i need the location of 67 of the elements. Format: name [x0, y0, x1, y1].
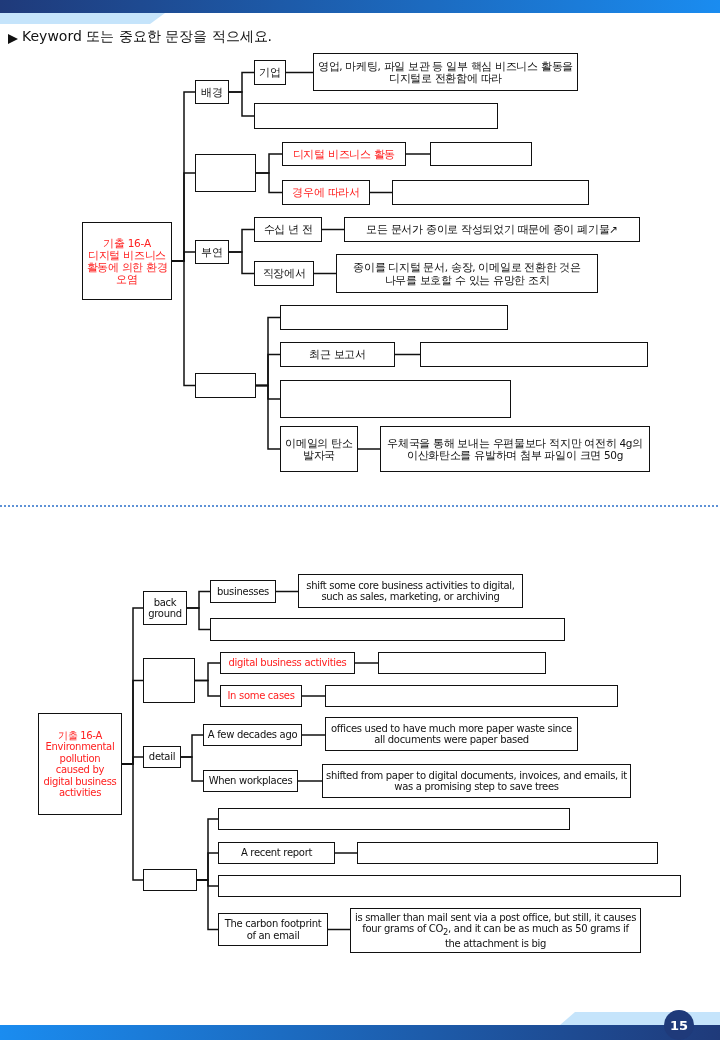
text-box: 부연: [195, 240, 229, 264]
connector-line: [228, 251, 255, 275]
connector-line: [228, 91, 255, 117]
text-box: A few decades ago: [203, 724, 302, 746]
answer-box: [280, 305, 508, 330]
text-box: 종이를 디지털 문서, 송장, 이메일로 전환한 것은 나무를 보호할 수 있는 유망한 조치: [336, 254, 598, 293]
text-box: The carbon footprint of an email: [218, 913, 328, 946]
connector-line: [313, 272, 337, 275]
connector-line: [327, 928, 351, 931]
answer-box: [143, 869, 197, 891]
answer-box: [143, 658, 195, 703]
connector-line: [285, 71, 314, 74]
text-box: 영업, 마케팅, 파일 보관 등 일부 핵심 비즈니스 활동을 디지털로 전환함에 따라: [313, 53, 578, 91]
connector-line: [321, 228, 345, 231]
topic-box: 디지털 비즈니스 활동: [282, 142, 406, 166]
connector-line: [255, 172, 283, 194]
connector-line: [180, 756, 204, 782]
connector-line: [301, 695, 326, 697]
text-box: A recent report: [218, 842, 335, 864]
text-box: 배경: [195, 80, 229, 104]
answer-box: [210, 618, 565, 641]
text-box: 이메일의 탄소 발자국: [280, 426, 358, 472]
answer-box: [254, 103, 498, 129]
text-box: 우체국을 통해 보내는 우편물보다 적지만 여전히 4g의 이산화탄소를 유발하며 첨부 파일이 크면 50g: [380, 426, 650, 472]
connector-line: [275, 590, 299, 593]
answer-box: [218, 808, 570, 830]
answer-box: [218, 875, 681, 897]
text-box: 최근 보고서: [280, 342, 395, 367]
connector-line: [301, 734, 326, 736]
connector-line: [255, 384, 281, 450]
answer-box: [195, 373, 256, 398]
connector-line: [394, 353, 421, 356]
instruction-text: Keyword 또는 중요한 문장을 적으세요.: [22, 28, 273, 46]
answer-box: [378, 652, 546, 674]
topic-box: 경우에 따라서: [282, 180, 370, 205]
answer-box: [420, 342, 648, 367]
topic-box: 기출 16-A 디지털 비즈니스 활동에 의한 환경 오염: [82, 222, 172, 300]
answer-box: [430, 142, 532, 166]
connector-line: [194, 679, 221, 697]
text-box: When workplaces: [203, 770, 298, 792]
topic-box: In some cases: [220, 685, 302, 707]
answer-box: [325, 685, 618, 707]
answer-box: [357, 842, 658, 864]
text-box: is smaller than mail sent via a post office, but still, it causes four grams of CO$_{2}$, and it can be as much as 50 grams if the attachment is big: [350, 908, 641, 953]
text-box: 모든 문서가 종이로 작성되었기 때문에 종이 폐기물↗: [344, 217, 640, 242]
text-box: shift some core business activities to digital, such as sales, marketing, or archiving: [298, 574, 523, 608]
connector-line: [405, 153, 431, 155]
answer-box: [195, 154, 256, 192]
topic-box: digital business activities: [220, 652, 355, 674]
text-box: businesses: [210, 580, 276, 603]
answer-box: [280, 380, 511, 418]
answer-box: [392, 180, 589, 205]
connector-line: [357, 448, 381, 450]
text-box: detail: [143, 746, 181, 768]
text-box: back ground: [143, 591, 187, 625]
text-box: 직장에서: [254, 261, 314, 286]
text-box: shifted from paper to digital documents, invoices, and emails, it was a promising step to save trees: [322, 764, 631, 798]
connector-line: [334, 852, 358, 854]
text-box: 수십 년 전: [254, 217, 322, 242]
connector-line: [297, 780, 323, 782]
topic-box: 기출 16-A Environmental pollution caused by digital business activities: [38, 713, 122, 815]
connector-line: [354, 662, 379, 664]
text-box: offices used to have much more paper waste since all documents were paper based: [325, 717, 578, 751]
connector-line: [171, 260, 196, 387]
text-box: 기업: [254, 60, 286, 85]
connector-line: [186, 607, 211, 631]
connector-line: [369, 191, 393, 194]
